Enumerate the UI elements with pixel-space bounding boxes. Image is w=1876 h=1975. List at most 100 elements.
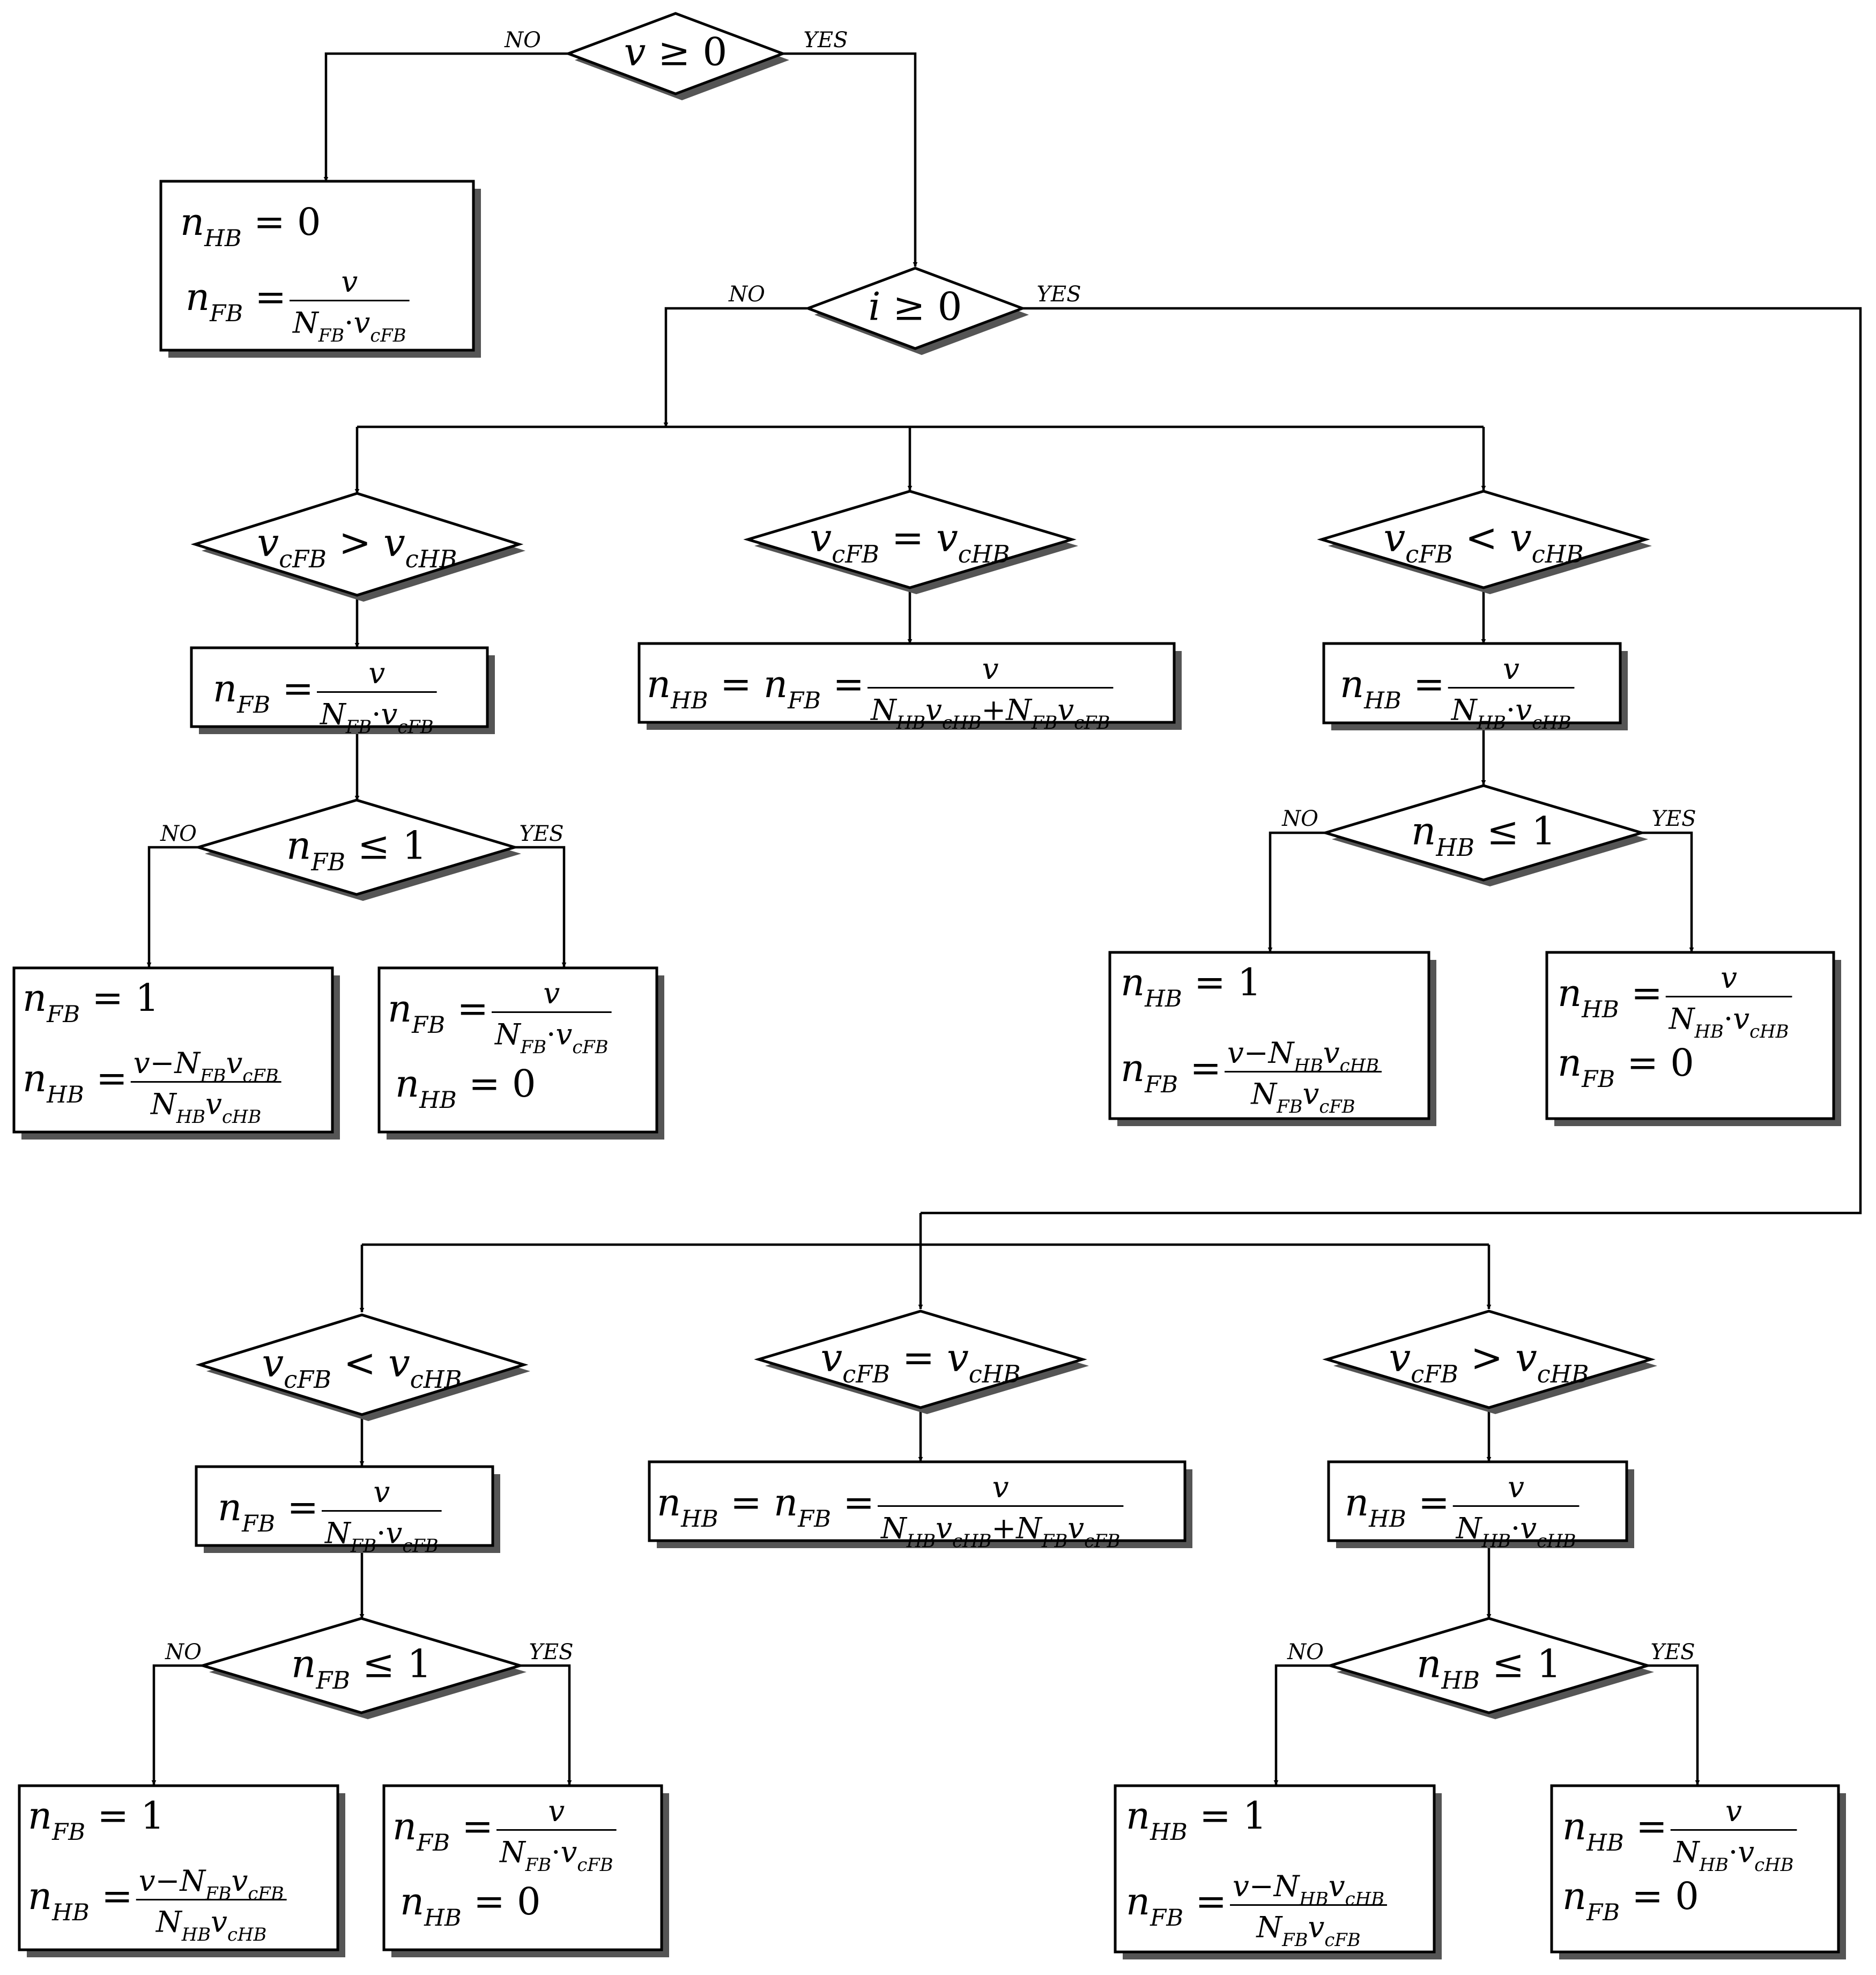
box-lower-right-yes-row-1-numerator: v: [1725, 1794, 1742, 1828]
decision-vcfb-lt-vchb-upper-condition: vcFB < vcHB: [1384, 515, 1584, 569]
box-upper-right-yes-row-2: nFB = 0: [1558, 1041, 1694, 1093]
diamond-frame: [198, 1617, 525, 1714]
diamond-frame: [1325, 1617, 1652, 1714]
diamond-frame: [195, 1313, 529, 1416]
box-upper-equal-row-1-lhs: nHB = nFB =: [647, 662, 864, 714]
box-upper-left-yes-row-2: nHB = 0: [395, 1062, 536, 1114]
diamond-frame: [754, 1310, 1087, 1409]
box-upper-left-yes-row-1-denominator: NFB·vcFB: [494, 1017, 609, 1057]
decision-nhb-le-1-lower: nHB ≤ 1: [1325, 1617, 1654, 1719]
decision-vcfb-lt-vchb-upper: vcFB < vcHB: [1317, 490, 1652, 594]
box-lower-nfb-row-1-denominator: NFB·vcFB: [324, 1516, 439, 1556]
decision-vcfb-gt-vchb-lower-condition: vcFB > vcHB: [1389, 1335, 1589, 1389]
decision-nfb-le-1-upper: nFB ≤ 1: [194, 798, 521, 901]
box-frame: [18, 1784, 339, 1951]
label-yes: YES: [1651, 807, 1696, 831]
box-lower-right-yes-row-2: nFB = 0: [1562, 1874, 1699, 1926]
upper-right-no: [1267, 831, 1325, 952]
box-frame: [1322, 642, 1622, 724]
decision-nhb-le-1-lower-condition: nHB ≤ 1: [1417, 1641, 1561, 1695]
box-lower-left-yes-row-1-denominator: NFB·vcFB: [499, 1835, 613, 1875]
box-lower-left-yes-row-2-lhs: nHB = 0: [400, 1880, 541, 1932]
box-lower-nfb-row-1-numerator: v: [373, 1475, 390, 1509]
box-upper-right-no-row-1: nHB = 1: [1121, 960, 1262, 1012]
v-no-path: [323, 52, 568, 182]
lower-right-yes: [1648, 1664, 1700, 1785]
decision-vcfb-eq-vchb-lower: vcFB = vcHB: [754, 1310, 1089, 1414]
box-lower-right-no-row-1-lhs: nHB = 1: [1126, 1794, 1267, 1846]
box-lower-equal-row-1-lhs: nHB = nFB =: [657, 1481, 874, 1533]
box-lower-left-yes-row-1-lhs: nFB =: [392, 1804, 493, 1856]
box-upper-right-no-row-1-lhs: nHB = 1: [1121, 960, 1262, 1012]
decision-vcfb-lt-vchb-lower-condition: vcFB < vcHB: [262, 1341, 462, 1394]
box-lower-left-no-row-1-lhs: nFB = 1: [28, 1794, 165, 1846]
decision-nfb-le-1-upper-condition: nFB ≤ 1: [286, 823, 427, 877]
upper-left-no: [146, 846, 198, 967]
connectors: [146, 52, 1862, 1785]
box-frame: [637, 642, 1176, 724]
box-v-negative-row-1-lhs: nHB = 0: [180, 200, 321, 252]
box-upper-left-yes-row-2-lhs: nHB = 0: [395, 1062, 536, 1114]
box-frame: [377, 966, 658, 1134]
decision-vcfb-eq-vchb-upper: vcFB = vcHB: [743, 490, 1078, 594]
box-frame: [1550, 1784, 1840, 1954]
label-no: NO: [160, 822, 197, 846]
box-v-negative-row-2-lhs: nFB =: [186, 275, 286, 327]
diamond-frame: [1322, 1310, 1656, 1409]
box-upper-left-no-row-2-denominator: NHBvcHB: [150, 1087, 261, 1127]
box-upper-right-yes-row-2-lhs: nFB = 0: [1558, 1041, 1694, 1093]
v-yes-path: [783, 52, 918, 267]
decision-nhb-le-1-upper: nHB ≤ 1: [1321, 784, 1648, 886]
diamond-frame: [194, 798, 520, 896]
diamond-frame: [1317, 490, 1650, 589]
diamond-frame: [190, 492, 524, 597]
box-lower-equal-row-1-denominator: NHBvcHB+NFBvcFB: [880, 1511, 1120, 1551]
decision-vcfb-gt-vchb-upper-condition: vcFB > vcHB: [257, 520, 457, 574]
box-lower-right-no-row-2-lhs: nFB =: [1126, 1880, 1227, 1932]
decision-v-nonnegative: v ≥ 0: [564, 12, 789, 100]
box-frame: [1108, 951, 1430, 1120]
box-frame: [648, 1460, 1187, 1542]
diamond-frame: [804, 267, 1027, 350]
label-yes: YES: [1650, 1640, 1695, 1665]
i-yes-path: [921, 307, 1862, 1215]
upper-right-yes: [1642, 831, 1694, 952]
box-lower-equal-row-1-numerator: v: [992, 1470, 1009, 1504]
box-lower-nhb-row-1-denominator: NHB·vcHB: [1455, 1511, 1576, 1551]
box-upper-nhb-row-1-numerator: v: [1503, 652, 1519, 686]
box-lower-nfb-row-1-lhs: nFB =: [218, 1485, 318, 1537]
diamond-frame: [1321, 784, 1647, 882]
label-no: NO: [728, 282, 765, 307]
box-lower-right-no-row-1: nHB = 1: [1126, 1794, 1267, 1846]
box-v-negative-row-1: nHB = 0: [180, 200, 321, 252]
lower-left-no: [151, 1664, 203, 1785]
box-frame: [195, 1465, 494, 1547]
diamond-frame: [743, 490, 1077, 589]
box-upper-right-yes-row-1-denominator: NHB·vcHB: [1668, 1002, 1789, 1042]
decision-vcfb-gt-vchb-upper: vcFB > vcHB: [190, 492, 525, 602]
box-upper-left-no-row-1: nFB = 1: [23, 976, 159, 1028]
box-lower-left-no-row-2-lhs: nHB =: [28, 1874, 133, 1926]
label-yes: YES: [529, 1640, 573, 1665]
box-lower-left-yes-row-2: nHB = 0: [400, 1880, 541, 1932]
box-lower-nhb-row-1-numerator: v: [1508, 1470, 1524, 1504]
box-upper-nfb-row-1-numerator: v: [368, 656, 385, 690]
